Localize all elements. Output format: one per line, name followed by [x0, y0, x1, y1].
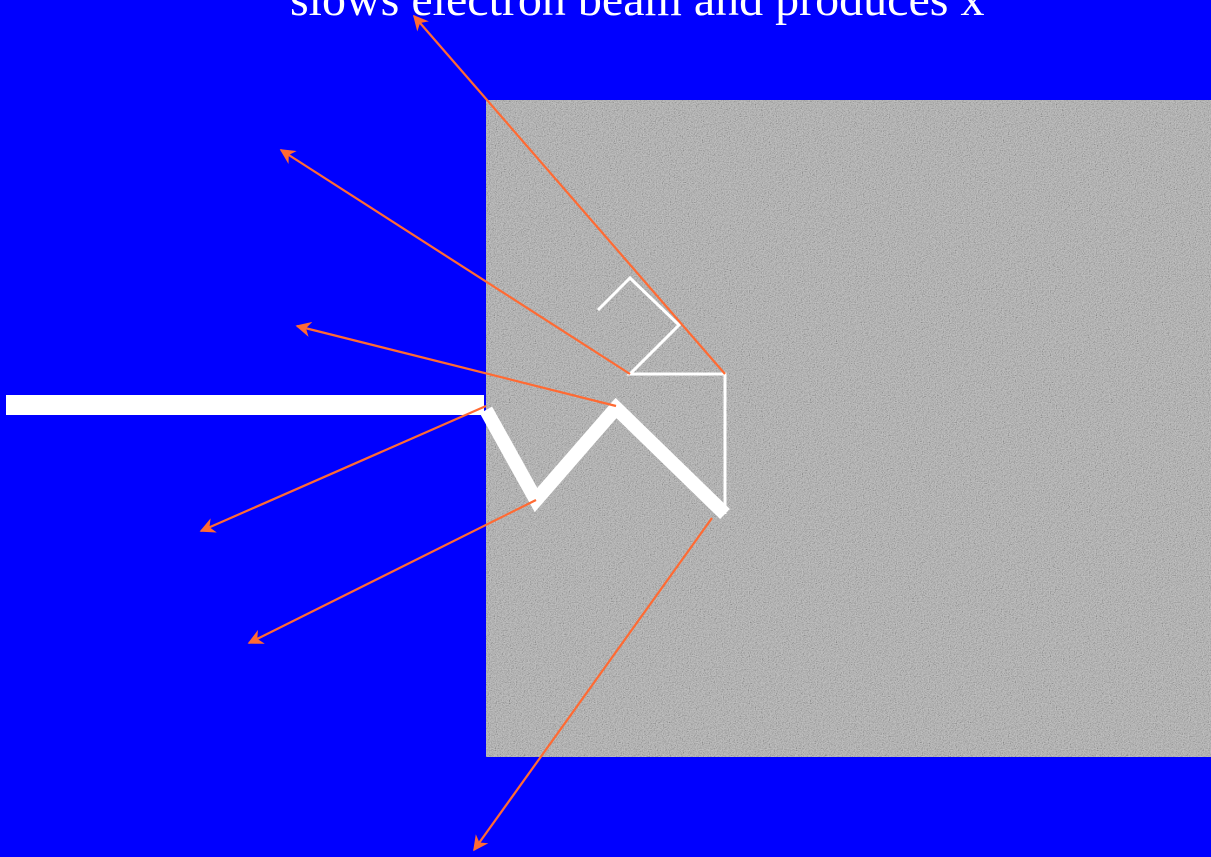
- xray-arrow: [201, 406, 486, 531]
